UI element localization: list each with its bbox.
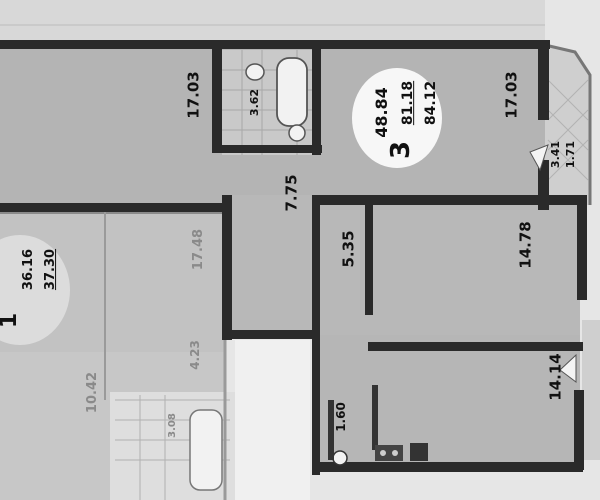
room-area-corridor: 5.35 bbox=[339, 230, 358, 268]
apt1-room-area: 17.48 bbox=[191, 228, 207, 271]
room-area-mid-right: 14.78 bbox=[516, 221, 535, 269]
apt1-room-count: 1 bbox=[0, 313, 22, 328]
wc-toilet-icon bbox=[332, 450, 348, 466]
room-area-top-right: 17.03 bbox=[502, 71, 521, 119]
right-side-strip bbox=[582, 320, 600, 460]
apt3-floor-mid bbox=[225, 195, 580, 335]
apt3-room-count: 3 bbox=[386, 140, 417, 160]
sink-kitchen-icon bbox=[410, 443, 428, 461]
apt1-total-area: 37.30 bbox=[43, 248, 59, 291]
apt3-total-area: 84.12 bbox=[423, 80, 440, 126]
walls bbox=[0, 40, 587, 475]
kitchen-counter-icon bbox=[372, 385, 378, 450]
room-area-wc: 1.60 bbox=[333, 402, 348, 432]
apt1-bath-area: 3.08 bbox=[166, 413, 178, 438]
bedroom-door-icon bbox=[559, 353, 577, 383]
top-neighbor-strip bbox=[0, 0, 545, 40]
room-area-balcony-a: 3.41 bbox=[549, 140, 563, 169]
stove-icon bbox=[375, 445, 403, 461]
room-area-top-left: 17.03 bbox=[184, 71, 203, 119]
apt1-living-area: 36.16 bbox=[21, 248, 37, 291]
room-area-bottom-right: 14.14 bbox=[546, 353, 565, 401]
apt3-useful-area: 81.18 bbox=[400, 80, 417, 126]
apt3-living-area: 48.84 bbox=[371, 87, 391, 138]
balcony-door-icon bbox=[529, 144, 549, 172]
apt3-floor-bottom bbox=[315, 335, 580, 470]
sink-icon bbox=[288, 124, 306, 142]
apt1-hall-area: 4.23 bbox=[187, 340, 202, 370]
balcony-floor bbox=[545, 45, 590, 205]
bathtub-icon bbox=[276, 57, 308, 127]
toilet-icon bbox=[245, 63, 265, 81]
apt1-kitchen-area: 10.42 bbox=[85, 371, 101, 414]
apt3-summary-badge bbox=[352, 68, 442, 168]
room-area-hall: 7.75 bbox=[282, 174, 301, 212]
room-area-bath: 3.62 bbox=[248, 88, 262, 117]
room-area-balcony-b: 1.71 bbox=[564, 140, 578, 169]
